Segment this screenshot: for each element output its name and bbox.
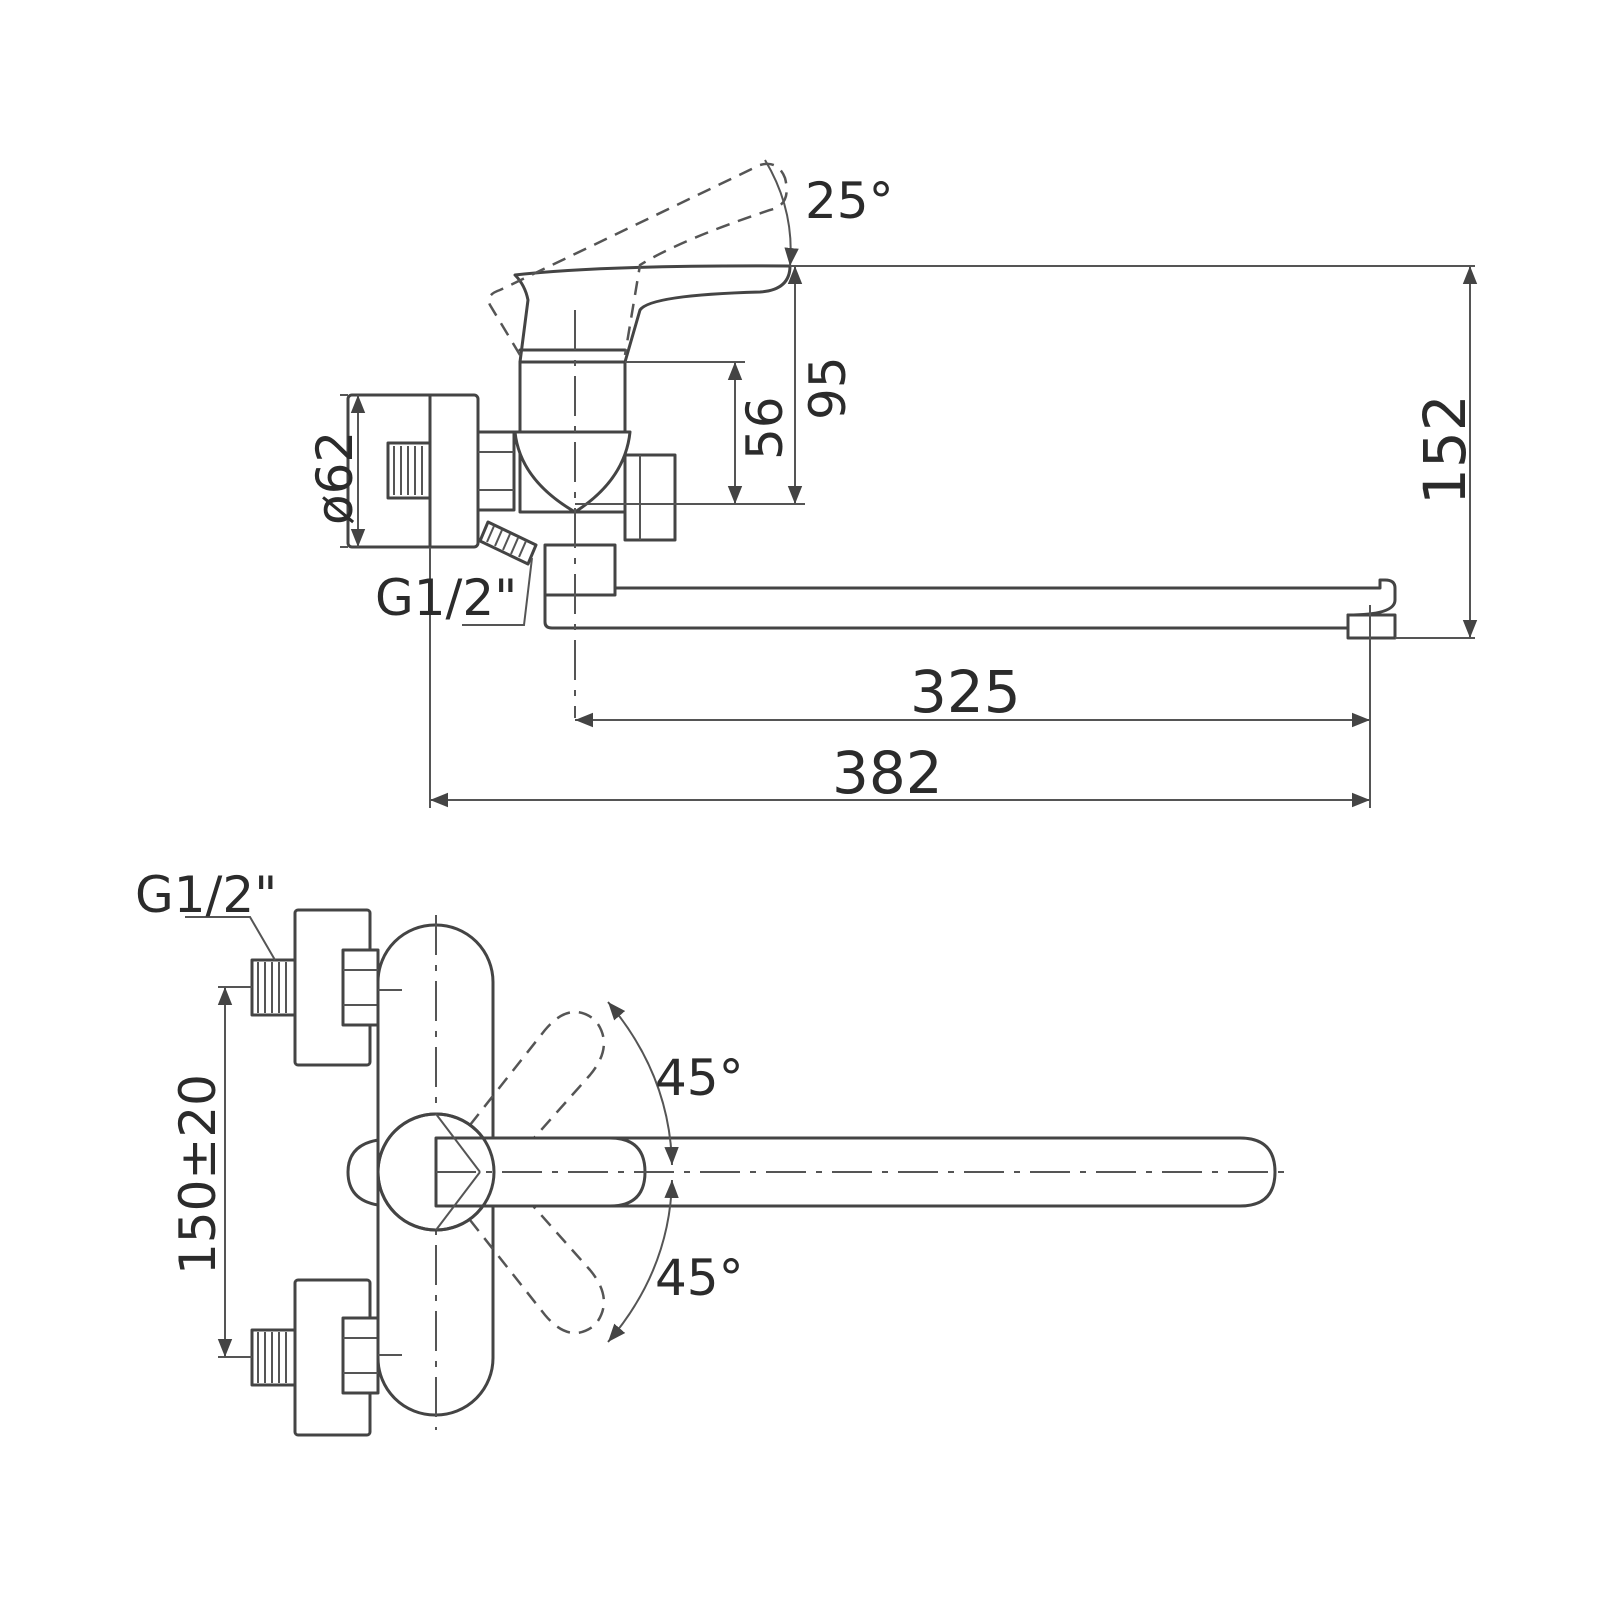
dim-reach-325-label: 325 xyxy=(910,658,1021,726)
diverter-connector xyxy=(478,520,538,566)
dim-inlet-spacing-label: 150±20 xyxy=(169,1074,227,1275)
upper-eccentric xyxy=(250,908,380,1067)
dim-swivel-up-arc xyxy=(607,1001,679,1166)
dim-length-382-label: 382 xyxy=(832,739,943,807)
lever-raised-position xyxy=(487,162,788,356)
side-view: 25° 95 56 152 ø62 G1/2" 325 382 xyxy=(306,159,1479,808)
dim-height-152-label: 152 xyxy=(1411,394,1479,505)
top-lever-handle xyxy=(376,1112,647,1232)
side-thread-leader xyxy=(462,557,533,626)
dim-height-95-label: 95 xyxy=(799,356,857,420)
top-thread-label: G1/2" xyxy=(135,866,277,924)
dim-height-56-label: 56 xyxy=(736,396,794,460)
mixer-body xyxy=(513,360,677,542)
top-thread-leader xyxy=(185,916,276,961)
dim-lever-angle-label: 25° xyxy=(805,172,894,230)
dim-lever-angle-arc xyxy=(764,159,799,267)
top-body-cap xyxy=(346,1138,380,1207)
top-view: 45° 45° 150±20 G1/2" xyxy=(135,866,1290,1437)
spout xyxy=(543,543,1397,640)
dim-flange-diameter-label: ø62 xyxy=(306,431,364,525)
dim-swivel-down-arc xyxy=(607,1179,679,1343)
side-thread-label: G1/2" xyxy=(375,569,517,627)
lever-handle xyxy=(513,264,792,364)
lower-eccentric xyxy=(250,1278,380,1437)
dim-swivel-down-label: 45° xyxy=(655,1249,744,1307)
wall-flange xyxy=(346,393,516,549)
dim-swivel-up-label: 45° xyxy=(655,1049,744,1107)
